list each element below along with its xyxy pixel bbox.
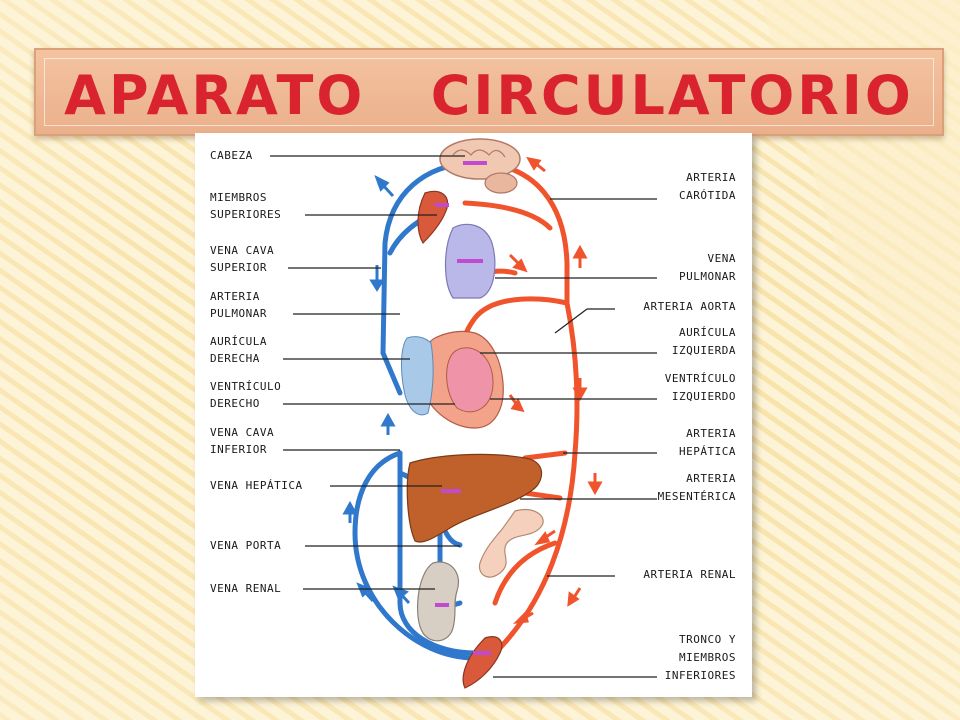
circulatory-diagram: CABEZA MIEMBROS SUPERIORES VENA CAVA SUP… (210, 138, 737, 689)
label-vena-porta: VENA PORTA (210, 539, 281, 552)
label-arteria-aorta: ARTERIA AORTA (643, 300, 736, 313)
label-arteria-hepatica-line1: ARTERIA (686, 427, 736, 440)
label-leader-lines (270, 155, 657, 678)
vein-flow-arrows (342, 174, 411, 605)
label-auricula-derecha-line2: DERECHA (210, 352, 260, 365)
label-tronco-line3: INFERIORES (665, 669, 736, 682)
label-vena-cava-superior-line2: SUPERIOR (210, 261, 267, 274)
label-auricula-izquierda-line1: AURÍCULA (679, 326, 736, 339)
label-arteria-mesenterica-line1: ARTERIA (686, 472, 736, 485)
label-cabeza: CABEZA (210, 149, 253, 162)
label-vena-pulmonar-line2: PULMONAR (679, 270, 736, 283)
kidney (416, 561, 459, 642)
label-auricula-derecha-line1: AURÍCULA (210, 335, 267, 348)
label-arteria-renal: ARTERIA RENAL (643, 568, 736, 581)
label-auricula-izquierda-line2: IZQUIERDA (672, 344, 736, 357)
label-tronco-line2: MIEMBROS (679, 651, 736, 664)
left-labels: CABEZA MIEMBROS SUPERIORES VENA CAVA SUP… (210, 149, 303, 595)
lower-limb-muscle (462, 636, 503, 689)
diagram-panel: CABEZA MIEMBROS SUPERIORES VENA CAVA SUP… (195, 133, 752, 697)
lungs (444, 223, 496, 299)
label-vena-cava-inferior-line1: VENA CAVA (210, 426, 274, 439)
label-arteria-mesenterica-line2: MESENTÉRICA (658, 490, 736, 503)
label-ventriculo-izquierdo-line1: VENTRÍCULO (665, 372, 736, 385)
label-vena-cava-superior-line1: VENA CAVA (210, 244, 274, 257)
label-arteria-hepatica-line2: HEPÁTICA (679, 445, 736, 458)
label-ventriculo-derecho-line1: VENTRÍCULO (210, 380, 281, 393)
title-banner: APARATO CIRCULATORIO (34, 48, 944, 136)
upper-limb-muscle (417, 190, 449, 244)
label-vena-cava-inferior-line2: INFERIOR (210, 443, 267, 456)
intestine (478, 508, 544, 578)
label-arteria-pulmonar-line2: PULMONAR (210, 307, 267, 320)
label-vena-renal: VENA RENAL (210, 582, 281, 595)
liver (406, 453, 543, 543)
label-arteria-carotida-line1: ARTERIA (686, 171, 736, 184)
heart (401, 330, 504, 429)
label-ventriculo-izquierdo-line2: IZQUIERDO (672, 390, 736, 403)
label-miembros-superiores-line2: SUPERIORES (210, 208, 281, 221)
label-tronco-line1: TRONCO Y (679, 633, 736, 646)
label-arteria-pulmonar-line1: ARTERIA (210, 290, 260, 303)
brain (439, 138, 521, 194)
label-arteria-carotida-line2: CARÓTIDA (679, 189, 736, 202)
page-title: APARATO CIRCULATORIO (64, 64, 914, 127)
label-miembros-superiores-line1: MIEMBROS (210, 191, 267, 204)
right-labels: ARTERIA CARÓTIDA VENA PULMONAR ARTERIA A… (643, 171, 737, 682)
artery-flow-arrows (508, 156, 603, 624)
label-ventriculo-derecho-line2: DERECHO (210, 397, 260, 410)
label-vena-hepatica: VENA HEPÁTICA (210, 479, 303, 492)
label-vena-pulmonar-line1: VENA (708, 252, 737, 265)
